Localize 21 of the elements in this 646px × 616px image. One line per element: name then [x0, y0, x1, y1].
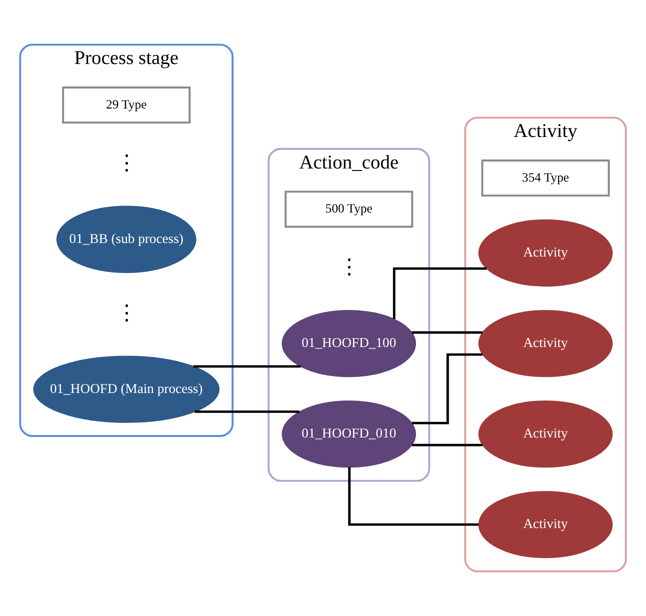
node-ellipse: Activity	[478, 310, 613, 378]
label: ⋮	[116, 150, 137, 175]
label: ⋮	[338, 255, 360, 280]
node-ellipse: Activity	[478, 219, 613, 287]
connector	[194, 410, 300, 413]
node-ellipse: 01_HOOFD_100	[282, 310, 416, 378]
connector	[412, 444, 483, 446]
node-box: 354 Type	[481, 160, 610, 197]
node-box: 29 Type	[62, 86, 191, 124]
node-ellipse: 01_HOOFD_010	[282, 400, 416, 468]
connector	[348, 467, 479, 526]
label: ⋮	[116, 300, 137, 325]
node-ellipse: Activity	[478, 400, 613, 468]
node-ellipse: Activity	[478, 491, 613, 558]
node-ellipse: 01_HOOFD (Main process)	[33, 356, 220, 423]
node-box: 500 Type	[284, 190, 414, 228]
connector	[412, 353, 482, 424]
connector	[193, 365, 301, 368]
connector	[412, 331, 483, 334]
node-ellipse: 01_BB (sub process)	[56, 206, 196, 273]
connector	[392, 267, 487, 319]
